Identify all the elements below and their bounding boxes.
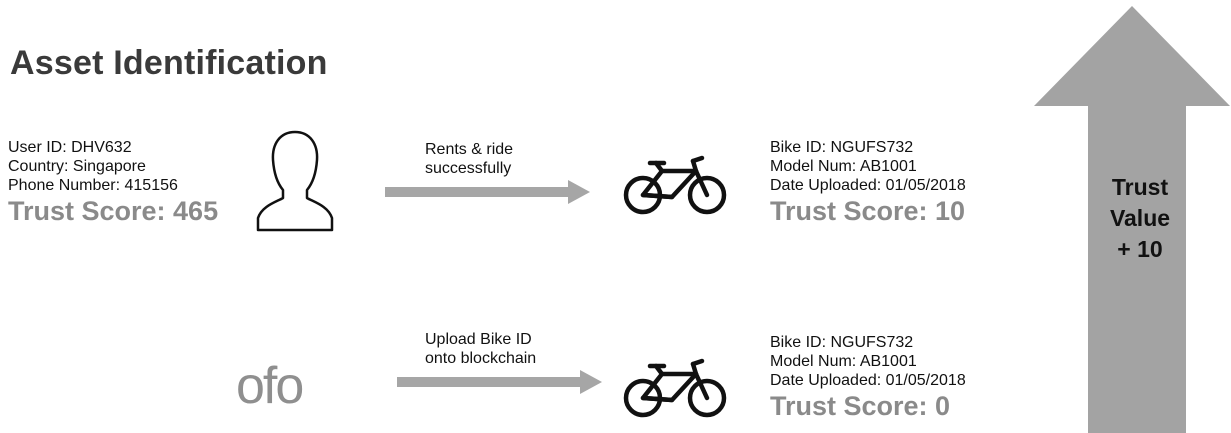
- top-bike-info: Bike ID: NGUFS732 Model Num: AB1001 Date…: [770, 138, 966, 227]
- bottom-bike-date-text: Date Uploaded: 01/05/2018: [770, 372, 966, 389]
- user-trust-score: Trust Score: 465: [8, 196, 219, 226]
- user-id-text: User ID: DHV632: [8, 139, 132, 156]
- upload-arrow: [397, 370, 602, 394]
- bottom-arrow-label-line1: Upload Bike ID: [425, 331, 532, 348]
- rent-arrow: [385, 180, 590, 204]
- top-arrow-label-line1: Rents & ride: [425, 141, 514, 158]
- top-bike-id-text: Bike ID: NGUFS732: [770, 139, 914, 156]
- bicycle-icon: [623, 155, 727, 215]
- page-title: Asset Identification: [10, 44, 328, 82]
- user-phone-text: Phone Number: 415156: [8, 177, 178, 194]
- bottom-bike-id-text: Bike ID: NGUFS732: [770, 334, 914, 351]
- user-info: User ID: DHV632 Country: Singapore Phone…: [8, 138, 218, 227]
- bottom-arrow-label: Upload Bike ID onto blockchain: [425, 330, 536, 368]
- bicycle-icon-bottom: [623, 358, 727, 418]
- top-bike-trust-score: Trust Score: 10: [770, 196, 966, 226]
- top-bike-model-text: Model Num: AB1001: [770, 158, 917, 175]
- trust-value-text: Trust Value + 10: [1085, 172, 1195, 265]
- bottom-arrow-label-line2: onto blockchain: [425, 350, 537, 367]
- trust-value-up-arrow: [1034, 6, 1230, 433]
- user-country-text: Country: Singapore: [8, 158, 146, 175]
- bottom-bike-trust-score: Trust Score: 0: [770, 391, 951, 421]
- bottom-bike-info: Bike ID: NGUFS732 Model Num: AB1001 Date…: [770, 333, 966, 422]
- top-bike-date-text: Date Uploaded: 01/05/2018: [770, 177, 966, 194]
- trust-value-line2: Value: [1109, 205, 1171, 231]
- person-icon: [256, 130, 334, 232]
- ofo-logo: ofo: [236, 357, 304, 415]
- top-arrow-label: Rents & ride successfully: [425, 140, 513, 178]
- top-arrow-label-line2: successfully: [425, 160, 512, 177]
- trust-value-line3: + 10: [1117, 236, 1163, 262]
- trust-value-line1: Trust: [1111, 174, 1169, 200]
- bottom-bike-model-text: Model Num: AB1001: [770, 353, 917, 370]
